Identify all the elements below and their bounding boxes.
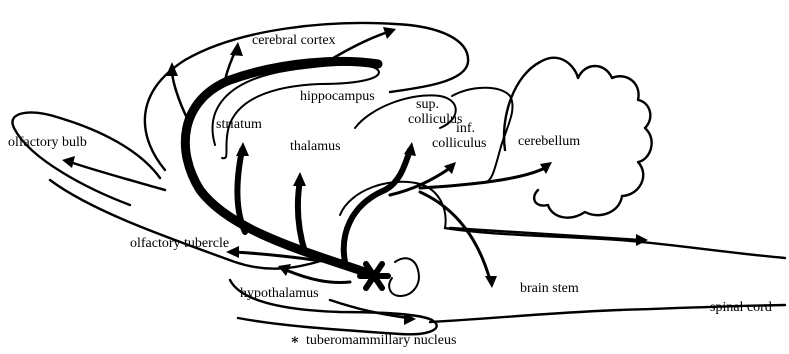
mammillary-region-outline [389, 258, 419, 296]
label-striatum: striatum [216, 117, 262, 132]
region-labels: cerebral cortex hippocampus sup. collicu… [8, 33, 772, 315]
arrowhead-brain-stem [485, 276, 497, 288]
cortex-branch-3 [330, 32, 388, 60]
label-thalamus: thalamus [290, 139, 341, 154]
label-olfactory-bulb: olfactory bulb [8, 135, 87, 150]
cerebellum-branch [420, 168, 545, 188]
label-sup-colliculus-1: sup. [416, 97, 439, 112]
label-olfactory-tubercle: olfactory tubercle [130, 236, 229, 251]
label-inf-colliculus-1: inf. [456, 121, 475, 136]
arrowhead-cortex-1 [166, 62, 178, 76]
spinal-branch [450, 228, 640, 240]
label-brain-stem: brain stem [520, 281, 579, 296]
brain-stem-branch [420, 192, 490, 280]
label-cerebral-cortex: cerebral cortex [252, 33, 336, 48]
olfactory-bulb-outline [12, 113, 160, 205]
histaminergic-projections [70, 32, 640, 318]
label-inf-colliculus-2: colliculus [432, 136, 486, 151]
arrowhead-cortex-2 [230, 42, 243, 56]
brain-stem-upper [445, 228, 785, 258]
label-sup-colliculus-2: colliculus [408, 112, 462, 127]
label-cerebellum: cerebellum [518, 134, 580, 149]
striatum-branch [237, 150, 245, 232]
legend-symbol: ∗ [290, 333, 300, 348]
arrowhead-sup-colliculus [404, 142, 416, 156]
midbrain-branch [344, 150, 410, 262]
label-hypothalamus: hypothalamus [240, 286, 319, 301]
hypothalamus-lower-branch [330, 300, 408, 318]
arrowhead-striatum [236, 142, 249, 156]
arrowhead-olfactory-bulb [62, 156, 75, 168]
hypothalamus-branch [286, 270, 350, 283]
legend-text: tuberomammillary nucleus [306, 333, 456, 348]
label-spinal-cord: spinal cord [710, 300, 772, 315]
label-hippocampus: hippocampus [300, 89, 375, 104]
cortex-branch-1 [172, 70, 188, 120]
arrowhead-spinal [636, 234, 648, 246]
thalamus-branch [298, 180, 305, 252]
arrowhead-thalamus [293, 172, 306, 186]
legend: ∗ tuberomammillary nucleus [290, 333, 456, 348]
